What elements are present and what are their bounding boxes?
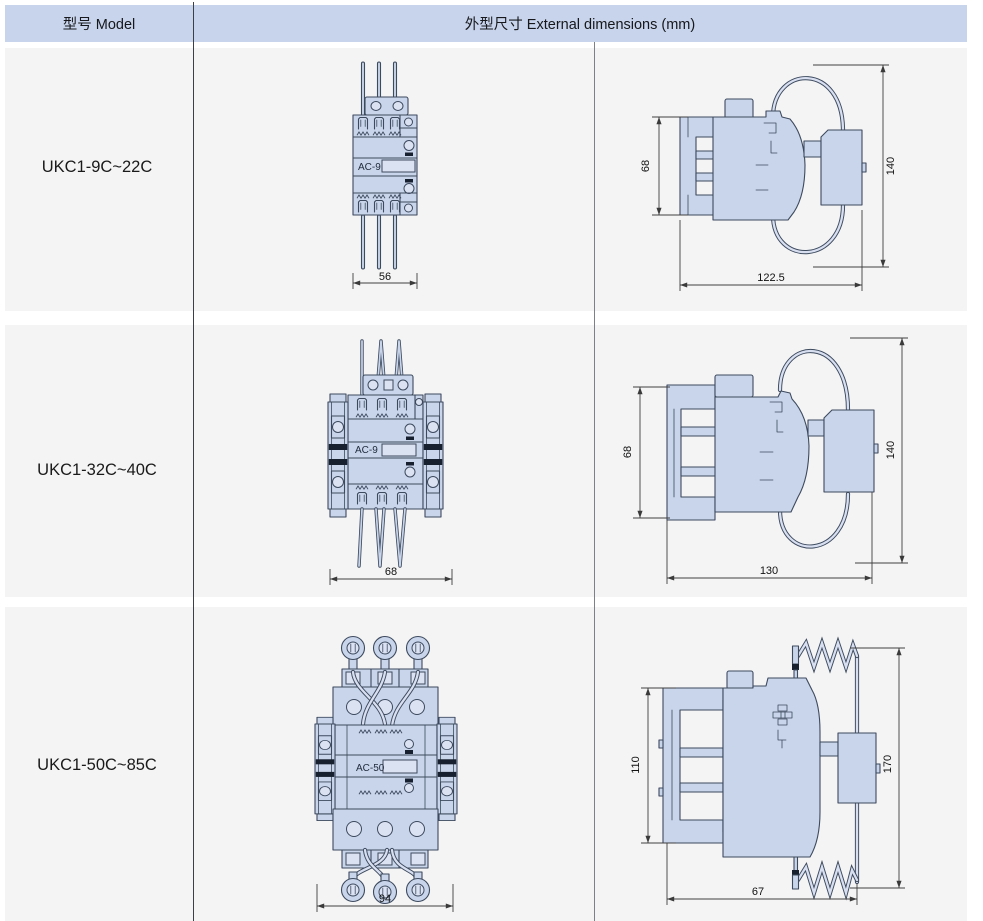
table-row: [5, 48, 967, 311]
dim-depth-label: 130: [760, 565, 778, 577]
height-total-dimension: 140: [850, 337, 908, 564]
drawing-geometry: [679, 76, 867, 255]
height-total-dimension: 170: [850, 647, 905, 889]
dim-height-total-label: 170: [882, 755, 894, 773]
drawing-geometry: [666, 348, 879, 549]
dim-height-body-label: 68: [622, 446, 634, 458]
front-view-drawing: AC-9 68: [327, 339, 453, 585]
dim-height-body-label: 68: [640, 160, 652, 172]
dim-width-label: 56: [379, 271, 391, 283]
side-view-drawing: 68 140 122.5: [640, 64, 897, 291]
width-dimension: 56: [352, 271, 418, 289]
model-label: UKC1-50C~85C: [37, 756, 157, 774]
depth-dimension: 122.5: [679, 210, 863, 291]
column-divider-main: [193, 2, 195, 921]
dim-height-total-label: 140: [885, 441, 897, 459]
table-header: 型号 Model 外型尺寸 External dimensions (mm): [5, 5, 967, 42]
dim-height-total-label: 140: [885, 157, 897, 175]
header-cell-dimensions: 外型尺寸 External dimensions (mm): [464, 17, 696, 33]
width-dimension: 94: [316, 884, 454, 912]
dim-depth-label: 122.5: [757, 272, 785, 284]
drawing-geometry: [314, 635, 458, 905]
header-cell-model: 型号 Model: [62, 17, 136, 33]
dim-height-body-label: 110: [630, 756, 642, 774]
side-view-drawing: 68 140 130: [622, 337, 908, 584]
drawing-geometry: [327, 339, 444, 568]
device-label: AC-9: [358, 162, 381, 173]
dim-width-label: 68: [385, 566, 397, 578]
side-view-drawing: 110 170 67: [630, 636, 905, 905]
front-view-drawing: AC-50 94: [314, 635, 458, 912]
dim-depth-label: 67: [752, 886, 764, 898]
height-body-dimension: 110: [630, 687, 676, 844]
device-label: AC-50: [356, 763, 385, 774]
front-view-drawing: AC-9 56: [352, 61, 418, 289]
device-label: AC-9: [355, 445, 378, 456]
model-label: UKC1-9C~22C: [41, 158, 153, 176]
height-total-dimension: 140: [813, 64, 897, 268]
column-divider-views: [594, 42, 596, 921]
width-dimension: 68: [329, 566, 453, 585]
model-label: UKC1-32C~40C: [37, 461, 157, 479]
depth-dimension: 67: [666, 843, 858, 905]
height-body-dimension: 68: [640, 116, 688, 216]
depth-dimension: 130: [666, 492, 873, 584]
height-body-dimension: 68: [622, 386, 670, 519]
dim-width-label: 94: [379, 893, 391, 905]
drawing-geometry: [658, 636, 881, 901]
drawing-geometry: [352, 61, 418, 270]
